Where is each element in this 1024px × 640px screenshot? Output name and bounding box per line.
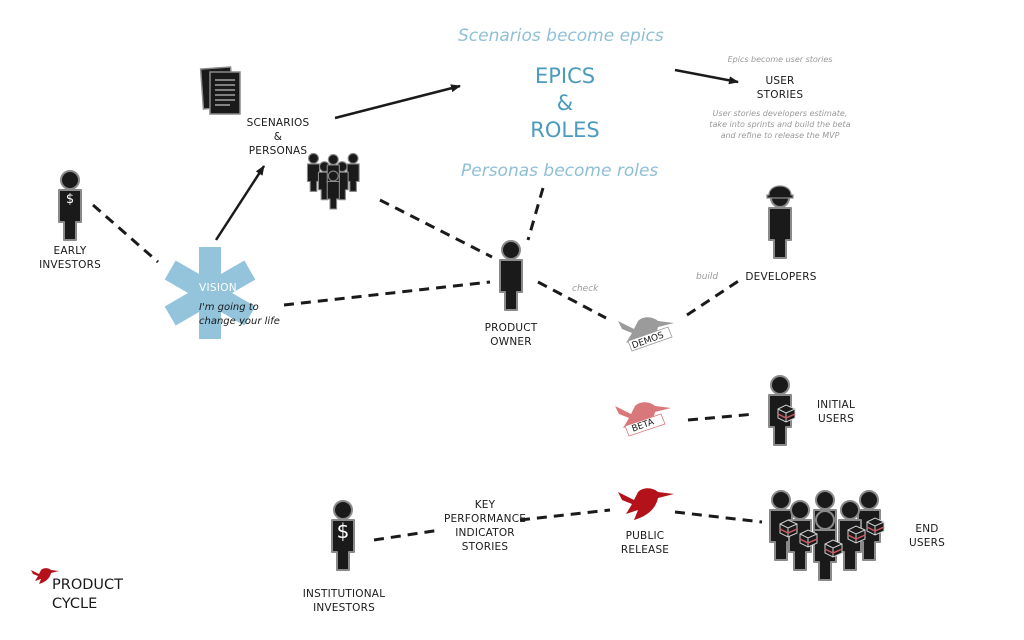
kpi-stories-label: KEY PERFORMANCE INDICATOR STORIES xyxy=(440,498,530,554)
label-line: USERS xyxy=(909,537,945,549)
vision-line: change your life xyxy=(199,316,280,327)
label-line: INSTITUTIONAL xyxy=(302,588,386,600)
link-public-release-end-users xyxy=(674,510,763,524)
developers-icon xyxy=(766,185,794,259)
label-line: RELEASE xyxy=(620,544,670,556)
hard-hat-icon xyxy=(766,185,794,199)
label-line: STORIES xyxy=(756,89,804,101)
link-demos-developers xyxy=(686,278,741,317)
label-line: OWNER xyxy=(490,336,532,348)
end-users-crowd-icon xyxy=(769,490,885,581)
title-line: CYCLE xyxy=(52,596,98,612)
label-line: STORIES xyxy=(461,541,509,553)
product-owner-label: PRODUCT OWNER xyxy=(471,321,551,349)
vision-statement: I'm going to change your life xyxy=(199,301,280,329)
institutional-investors-label: INSTITUTIONAL INVESTORS xyxy=(296,587,392,615)
vision-title: VISION xyxy=(199,282,237,294)
build-edge-label: build xyxy=(696,272,719,282)
label-line: SCENARIOS xyxy=(246,117,310,129)
heading-personas-become-roles: Personas become roles xyxy=(461,161,659,181)
label-line: PUBLIC xyxy=(625,530,665,542)
end-users-label: END USERS xyxy=(902,522,952,550)
label-line: PERSONAS xyxy=(248,145,308,157)
money-icon: $ xyxy=(337,519,350,543)
link-product-owner-demos xyxy=(537,280,607,320)
label-line: USERS xyxy=(818,413,854,425)
initial-users-icon xyxy=(768,375,796,446)
note-line: take into sprints and build the beta xyxy=(709,120,851,129)
label-line: DEVELOPERS xyxy=(745,271,817,283)
label-line: PRODUCT xyxy=(484,322,538,334)
documents-icon xyxy=(199,66,241,115)
public-release-bird-icon xyxy=(618,488,674,520)
label-line: INVESTORS xyxy=(39,259,101,271)
link-institutional-kpi xyxy=(373,528,441,542)
link-early-investors-vision xyxy=(92,203,159,264)
diagram-title: PRODUCT CYCLE xyxy=(52,576,123,614)
scenarios-personas-label: SCENARIOS & PERSONAS xyxy=(238,116,318,158)
institutional-investors-icon: $ xyxy=(331,500,355,571)
epics-roles-label: EPICS & ROLES xyxy=(520,63,610,144)
product-owner-icon xyxy=(499,240,523,311)
early-investors-icon: $ xyxy=(58,170,82,241)
ampersand-text: & xyxy=(556,91,574,115)
caption-text: Epics become user stories xyxy=(727,55,833,64)
label-line: INDICATOR xyxy=(455,527,515,539)
label-line: INVESTORS xyxy=(313,602,375,614)
user-stories-label: USER STORIES xyxy=(740,74,820,102)
money-icon: $ xyxy=(66,192,74,207)
label-line: USER xyxy=(765,75,795,87)
label-line: EARLY xyxy=(53,245,87,257)
note-line: and refine to release the MVP xyxy=(720,131,840,140)
dashed-connectors xyxy=(92,187,763,542)
vision-line: I'm going to xyxy=(199,302,259,313)
personas-group-icon xyxy=(306,152,360,210)
initial-users-label: INITIAL USERS xyxy=(806,398,866,426)
label-line: END xyxy=(915,523,939,535)
link-vision-product-owner xyxy=(283,280,491,307)
epics-become-user-stories-caption: Epics become user stories xyxy=(718,54,842,65)
arrow-scenarios-to-epics xyxy=(334,84,461,120)
roles-text: ROLES xyxy=(530,118,600,142)
check-edge-label: check xyxy=(572,284,599,294)
demos-bird-icon: DEMOS xyxy=(618,317,674,352)
arrow-vision-to-scenarios xyxy=(214,165,266,241)
developers-label: DEVELOPERS xyxy=(736,270,826,284)
link-beta-initial-users xyxy=(687,412,756,422)
epics-text: EPICS xyxy=(534,64,596,88)
label-line: KEY xyxy=(474,499,496,511)
flow-arrows xyxy=(214,68,739,241)
beta-bird-icon: BETA xyxy=(615,402,671,437)
label-line: PERFORMANCE xyxy=(443,513,527,525)
link-roles-product-owner xyxy=(526,187,545,241)
heading-scenarios-become-epics: Scenarios become epics xyxy=(458,26,664,46)
early-investors-label: EARLY INVESTORS xyxy=(30,244,110,272)
title-line: PRODUCT xyxy=(52,577,123,593)
label-line: & xyxy=(273,131,283,143)
arrow-epics-to-user-stories xyxy=(674,68,739,85)
user-stories-note: User stories developers estimate, take i… xyxy=(700,108,860,141)
link-personas-product-owner xyxy=(379,198,493,259)
public-release-label: PUBLIC RELEASE xyxy=(610,529,680,557)
link-kpi-public-release xyxy=(519,508,611,522)
label-line: INITIAL xyxy=(817,399,855,411)
note-line: User stories developers estimate, xyxy=(712,109,848,118)
vision-asterisk-icon xyxy=(164,247,256,339)
